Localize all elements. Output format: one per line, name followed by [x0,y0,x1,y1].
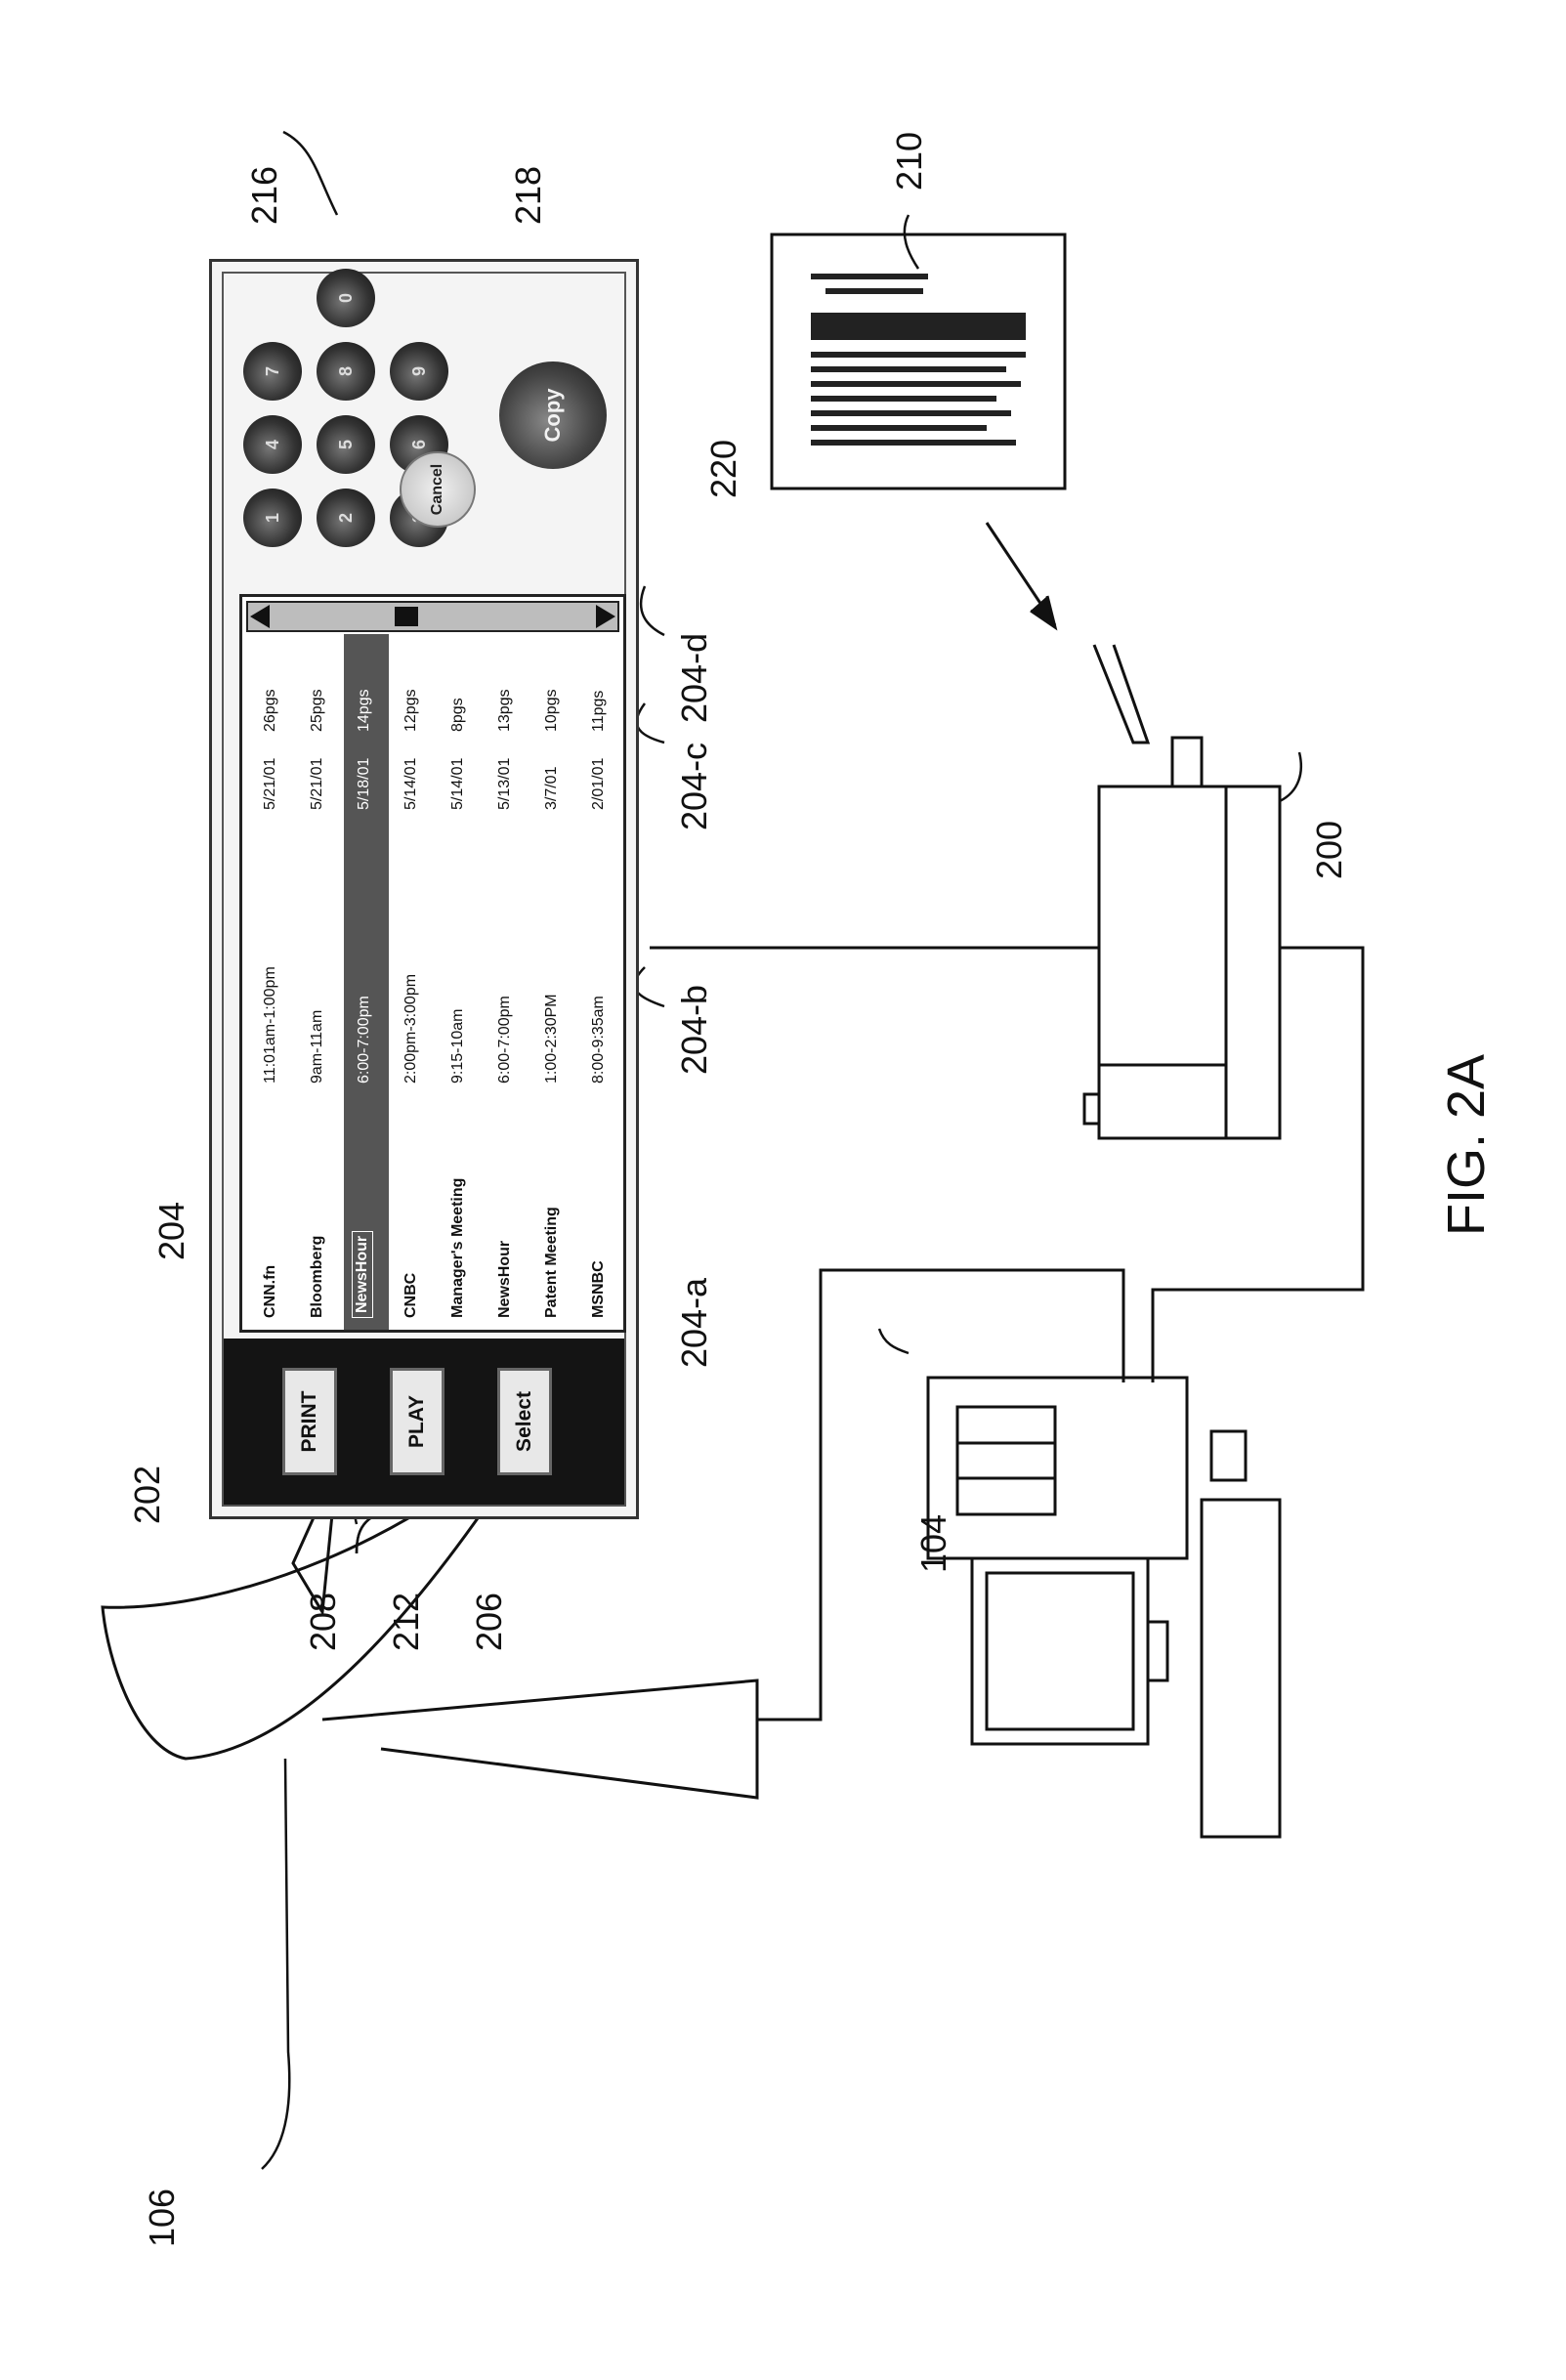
list-item-date: 5/21/01 [309,758,326,810]
keypad-key[interactable]: 2 [317,489,375,547]
list-item-source: CNN.fn [262,1265,279,1318]
printer-paper-guide [1094,645,1148,743]
keypad-key[interactable]: 9 [390,342,448,401]
list-item[interactable]: CNN.fn 11:01am-1:00pm 5/21/01 26pgs [250,634,295,1330]
panel-inner: PRINT PLAY Select CNN.fn 11:01am-1:00pm 5/… [222,272,626,1507]
ref-210: 210 [889,132,930,191]
list-item-pages: 8pgs [449,698,467,732]
paper-text [811,274,1026,446]
keypad-key[interactable]: 1 [243,489,302,547]
ref-204-c: 204-c [674,743,715,830]
list-item-time: 1:00-2:30PM [543,994,561,1084]
list-item-pages: 13pgs [496,689,514,732]
list-item-source: Patent Meeting [543,1207,561,1318]
list-item-date: 5/18/01 [356,758,373,810]
computer-tower [928,1378,1187,1558]
list-item-pages: 25pgs [309,689,326,732]
list-item-time: 9am-11am [309,1010,326,1084]
figure-label: FIG. 2A [1436,1054,1497,1236]
list-item-source: MSNBC [590,1260,608,1318]
ref-200: 200 [1309,821,1350,879]
list-item-pages: 11pgs [590,691,608,732]
list-item-source: NewsHour [496,1241,514,1318]
list-item-time: 2:00pm-3:00pm [402,974,420,1084]
dish-cable [757,1270,1123,1720]
select-button[interactable]: Select [497,1368,552,1475]
scroll-up-arrow-icon[interactable] [250,605,270,628]
ref-218: 218 [508,166,549,225]
device-control-panel: PRINT PLAY Select CNN.fn 11:01am-1:00pm 5/… [209,259,639,1519]
ref-106: 106 [142,2189,183,2247]
list-item-date: 5/13/01 [496,758,514,810]
list-item[interactable]: CNBC 2:00pm-3:00pm 5/14/01 12pgs [391,634,436,1330]
ref-212: 212 [386,1593,427,1651]
printer-feed [1172,738,1202,786]
computer-monitor [972,1558,1148,1744]
ref-204-a: 204-a [674,1278,715,1368]
list-item-date: 2/01/01 [590,758,608,810]
list-item-pages: 10pgs [543,689,561,732]
keypad-key[interactable]: 5 [317,415,375,474]
cancel-button[interactable]: Cancel [400,451,476,528]
list-scrollbar[interactable] [246,601,619,632]
printer-tray [1226,786,1280,1138]
list-item-date: 5/14/01 [449,758,467,810]
list-item[interactable]: NewsHour 6:00-7:00pm 5/18/01 14pgs [344,634,389,1330]
keypad-key[interactable]: 4 [243,415,302,474]
ref-202: 202 [127,1466,168,1524]
function-button-bar: PRINT PLAY Select [224,1339,624,1505]
ref-206: 206 [469,1593,510,1651]
list-item-date: 3/7/01 [543,767,561,810]
list-item-source: CNBC [402,1273,420,1318]
print-button[interactable]: PRINT [282,1368,337,1475]
printer-body [1099,786,1226,1138]
keypad-key[interactable]: 8 [317,342,375,401]
play-button[interactable]: PLAY [390,1368,444,1475]
list-item-pages: 12pgs [402,689,420,732]
list-item-source: NewsHour [352,1231,373,1318]
list-item[interactable]: NewsHour 6:00-7:00pm 5/13/01 13pgs [485,634,529,1330]
paper-document [772,234,1065,489]
list-item-time: 11:01am-1:00pm [262,966,279,1084]
computer-mouse [1211,1431,1246,1480]
keypad-key[interactable]: 7 [243,342,302,401]
keypad-key[interactable]: 0 [317,269,375,327]
computer-keyboard [1202,1500,1280,1837]
scroll-thumb[interactable] [395,607,418,626]
list-item-source: Bloomberg [309,1236,326,1318]
list-item-time: 8:00-9:35am [590,996,608,1084]
ref-208: 208 [303,1593,344,1651]
list-item[interactable]: Bloomberg 9am-11am 5/21/01 25pgs [297,634,342,1330]
ref-204-b: 204-b [674,985,715,1075]
computer-printer-cable [1153,948,1363,1382]
ref-204: 204 [151,1202,192,1260]
dish-pedestal [322,1680,757,1798]
ref-104: 104 [913,1514,954,1573]
list-item-time: 6:00-7:00pm [356,996,373,1084]
list-item[interactable]: MSNBC 8:00-9:35am 2/01/01 11pgs [578,634,623,1330]
copy-button[interactable]: Copy [499,361,607,469]
ref-216: 216 [244,166,285,225]
list-item[interactable]: Manager's Meeting 9:15-10am 5/14/01 8pgs [438,634,483,1330]
list-item-time: 6:00-7:00pm [496,996,514,1084]
recording-list: CNN.fn11:01am-1:00pm5/21/0126pgsBloomber… [239,594,626,1333]
list-item-pages: 26pgs [262,689,279,732]
list-item-pages: 14pgs [356,689,373,732]
list-item-date: 5/14/01 [402,758,420,810]
list-item-time: 9:15-10am [449,1009,467,1084]
ref-204-d: 204-d [674,633,715,723]
list-item-source: Manager's Meeting [449,1178,467,1318]
list-item[interactable]: Patent Meeting 1:00-2:30PM 3/7/01 10pgs [531,634,576,1330]
scroll-down-arrow-icon[interactable] [596,605,615,628]
list-item-date: 5/21/01 [262,758,279,810]
ref-220: 220 [703,440,744,498]
